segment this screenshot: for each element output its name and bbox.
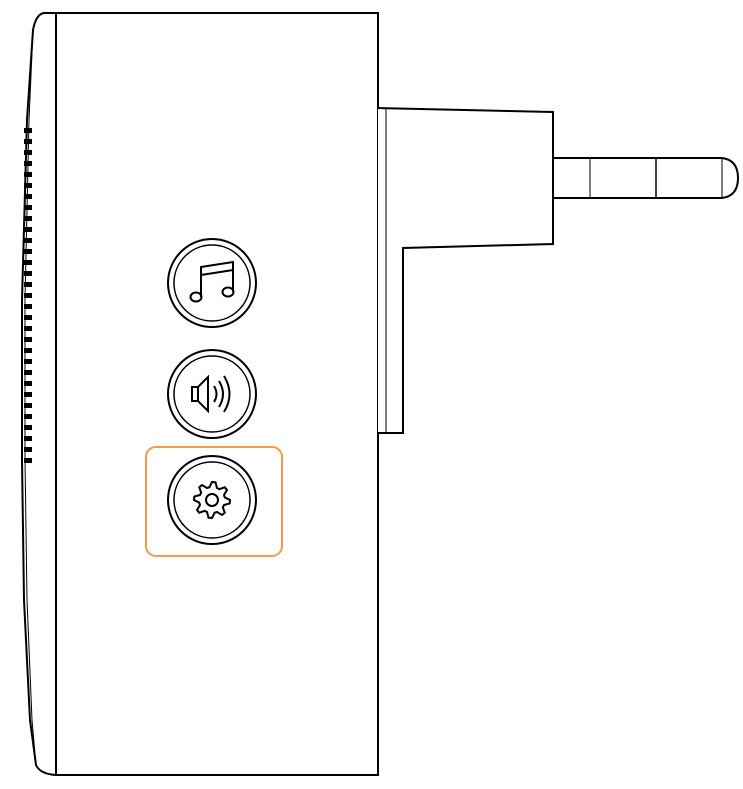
vent-slot (24, 304, 32, 309)
vent-slot (24, 370, 32, 375)
speaker-volume-icon (191, 374, 231, 414)
vent-slot (24, 337, 32, 342)
plug-pin (552, 157, 740, 199)
plug-housing (377, 107, 554, 434)
melody-button[interactable] (167, 238, 257, 328)
vent-slot (24, 216, 32, 221)
vent-slot (24, 414, 32, 419)
vent-slot (24, 392, 32, 397)
vent-slot (24, 326, 32, 331)
vent-slot (24, 205, 32, 210)
settings-highlight-box (145, 446, 283, 557)
vent-slot (24, 271, 32, 276)
music-note-icon (189, 260, 235, 303)
vent-slot (24, 183, 32, 188)
vent-slot (24, 447, 32, 452)
vent-slot (24, 238, 32, 243)
vent-slot (24, 150, 32, 155)
vent-slot (24, 249, 32, 254)
vent-slot (24, 381, 32, 386)
vent-slot (24, 403, 32, 408)
vent-slot (24, 128, 32, 133)
vent-slot (24, 458, 32, 463)
vent-slot (24, 172, 32, 177)
vent-slot (24, 293, 32, 298)
vent-slot (24, 425, 32, 430)
gear-icon (192, 480, 232, 520)
vent-slot (24, 161, 32, 166)
vent-slots (24, 128, 32, 463)
vent-slot (24, 315, 32, 320)
volume-button[interactable] (167, 349, 257, 439)
vent-slot (24, 348, 32, 353)
vent-slot (24, 260, 32, 265)
vent-slot (24, 436, 32, 441)
vent-slot (24, 227, 32, 232)
vent-slot (24, 139, 32, 144)
vent-slot (24, 194, 32, 199)
vent-slot (24, 359, 32, 364)
vent-slot (24, 282, 32, 287)
settings-button[interactable] (167, 455, 257, 545)
